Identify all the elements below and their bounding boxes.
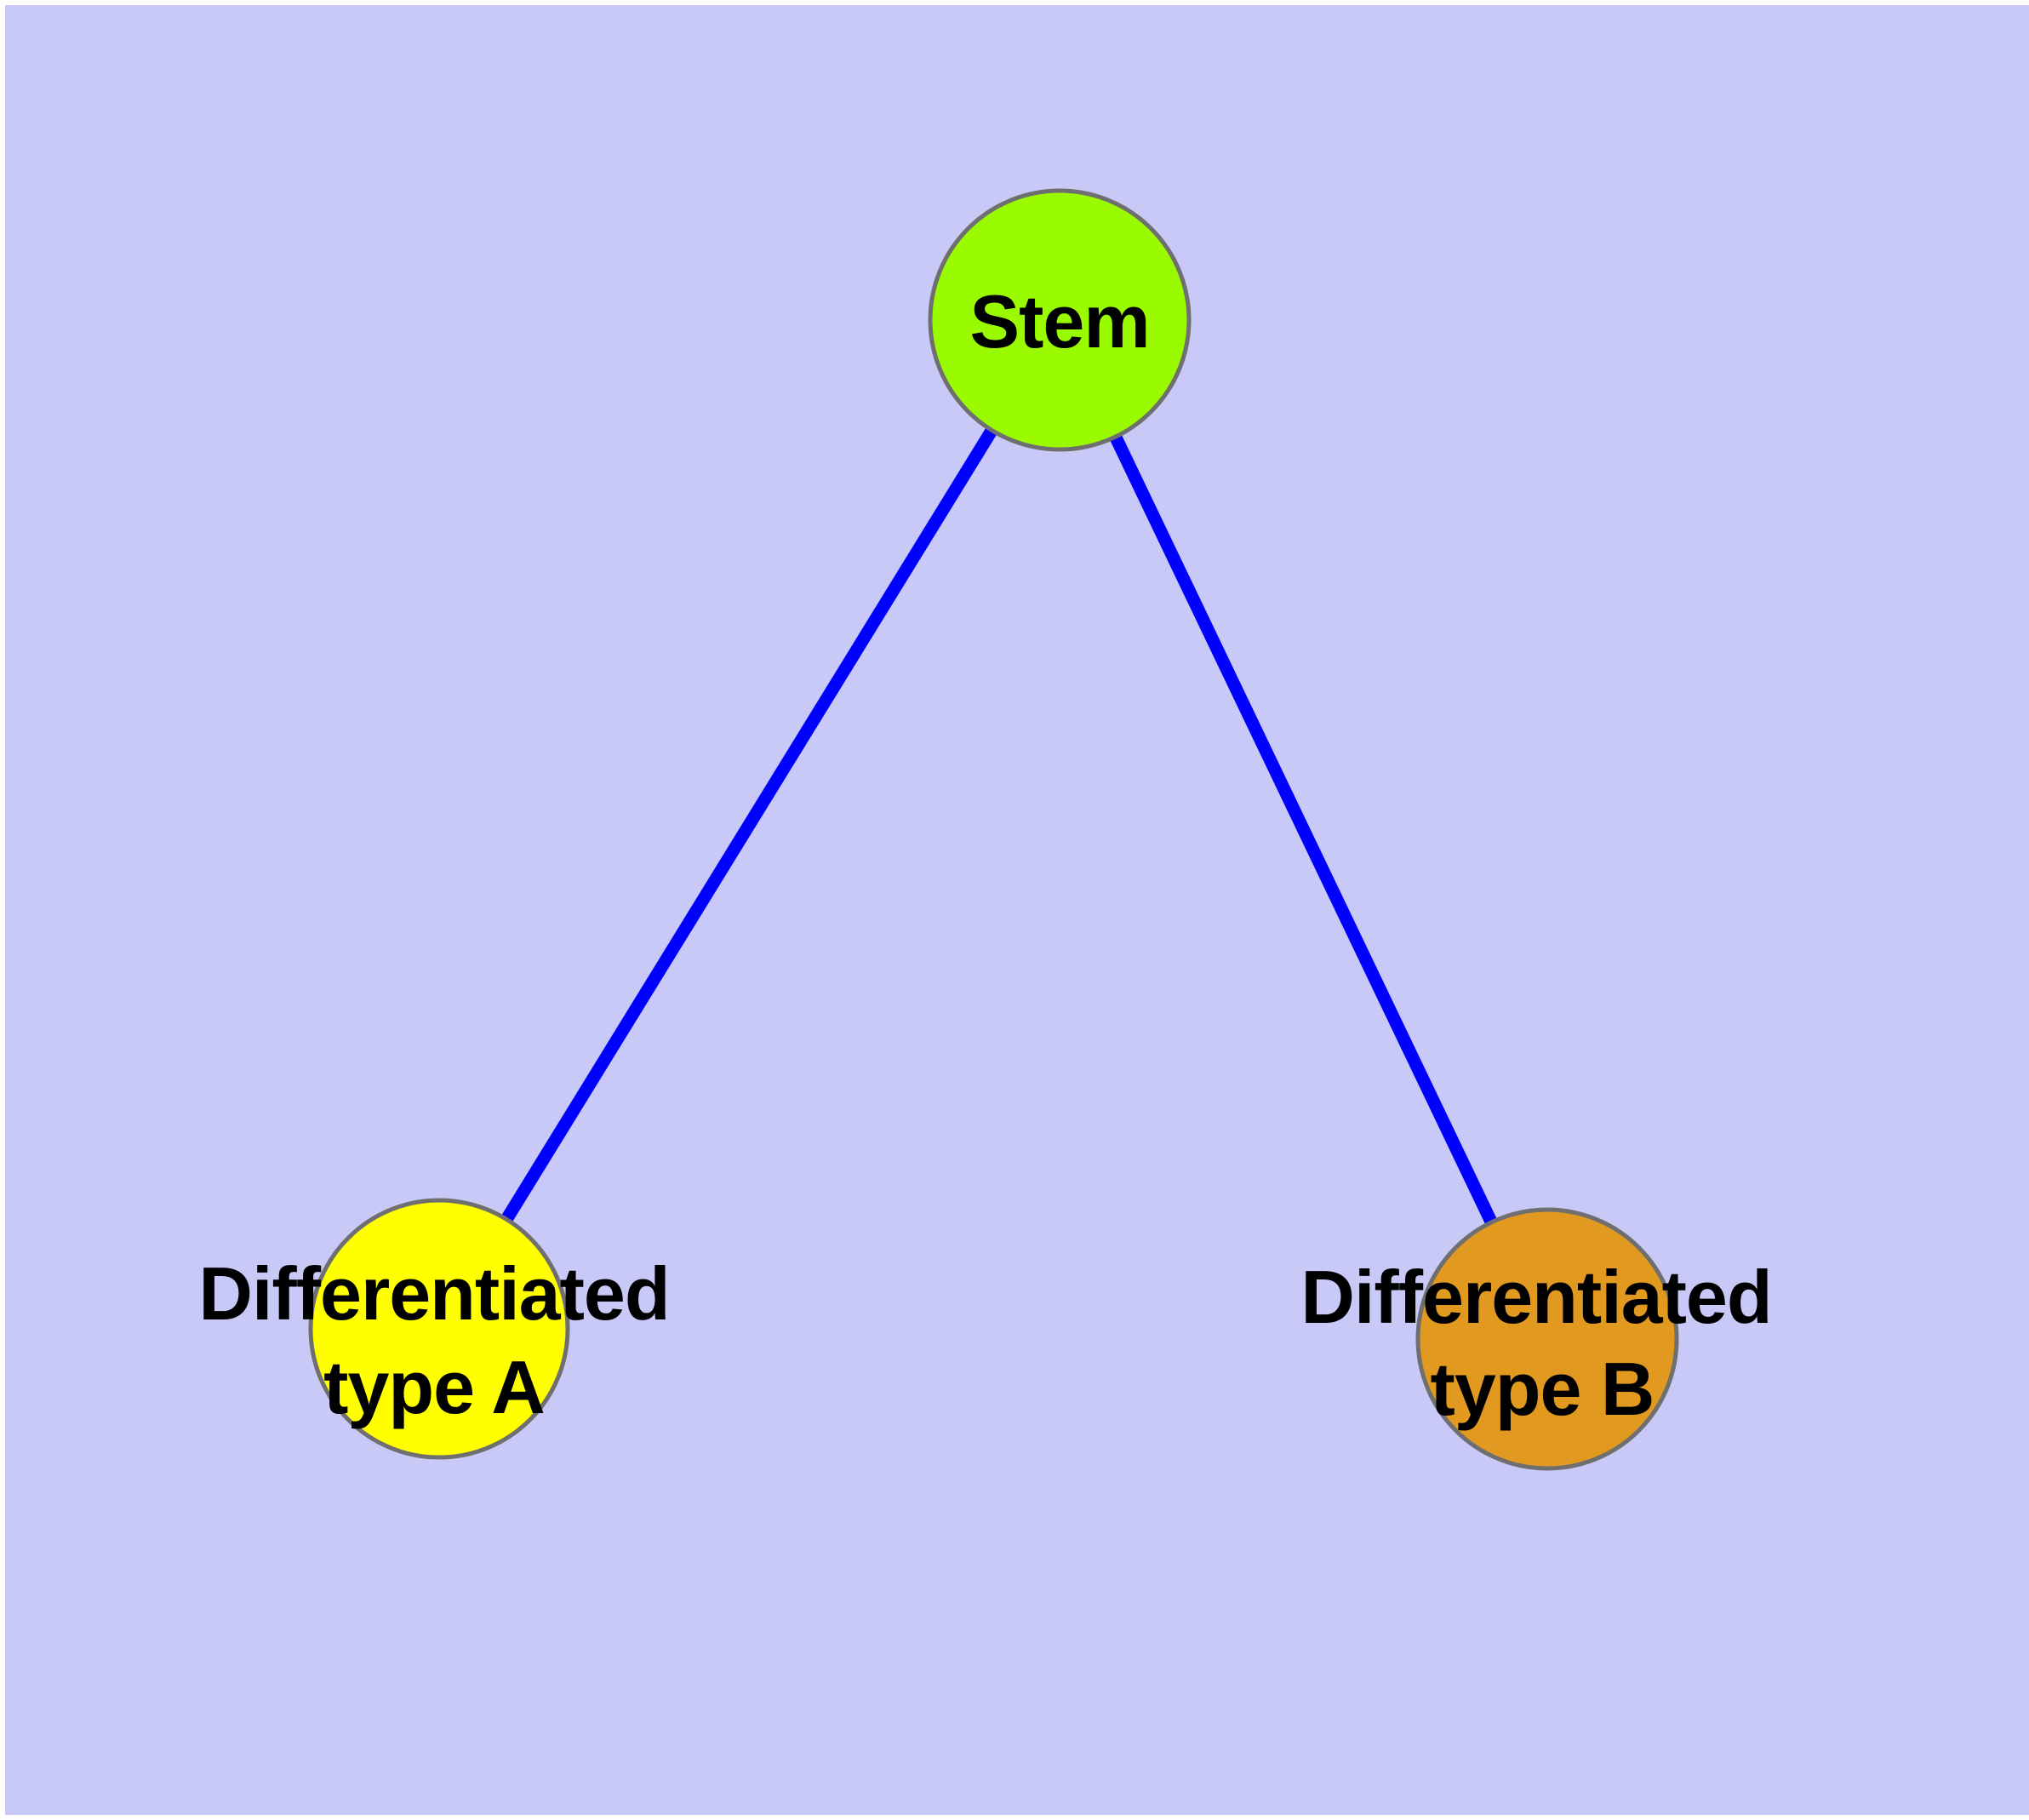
- node-type-a-circle: [308, 1198, 570, 1460]
- node-stem-circle: [928, 188, 1192, 452]
- node-stem-label: Stem: [969, 279, 1149, 363]
- edge-stem-to-type-b: [1054, 317, 1553, 1342]
- edge-stem-to-type-a: [433, 317, 1066, 1332]
- node-type-a-label-line2: type A: [323, 1345, 545, 1429]
- node-type-b-label-line1: Differentiated: [1300, 1255, 1771, 1339]
- node-type-b-label-line2: type B: [1431, 1347, 1655, 1431]
- node-type-b-circle: [1415, 1207, 1679, 1471]
- node-type-a-label-line1: Differentiated: [198, 1251, 669, 1336]
